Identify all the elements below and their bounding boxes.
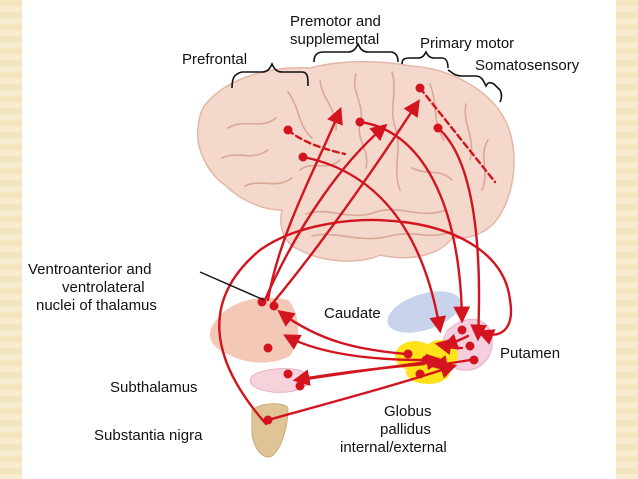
label-thalamus-2: ventrolateral: [62, 279, 145, 296]
label-prefrontal: Prefrontal: [182, 51, 247, 68]
label-somatosensory: Somatosensory: [475, 57, 580, 74]
label-globus-2: pallidus: [380, 421, 431, 438]
cortex-striatum-path-1: [301, 155, 447, 334]
prefrontal-bracket: [231, 62, 309, 89]
cortex-folds: [221, 71, 489, 240]
thalamo-cortical-path-2: [262, 123, 388, 304]
region-brackets: [231, 42, 503, 103]
nigro-striatal-path: [266, 362, 458, 422]
label-substantia-nigra: Substantia nigra: [94, 427, 203, 444]
pallido-thalamic-path-1: [277, 309, 408, 356]
label-putamen: Putamen: [500, 345, 560, 362]
label-premotor-2: supplemental: [290, 31, 379, 48]
long-loop-path: [218, 218, 513, 426]
thalamus-leader-line: [199, 271, 265, 301]
thalamo-cortical-path-1: [266, 106, 343, 302]
label-thalamus-1: Ventroanterior and: [28, 261, 151, 278]
cerebral-cortex: [196, 60, 515, 262]
label-subthalamus: Subthalamus: [110, 379, 198, 396]
cortex-striatum-path-3: [436, 126, 487, 342]
thalamus-shape: [209, 297, 299, 363]
label-globus-3: internal/external: [340, 439, 447, 456]
motor-dashed-path: [418, 86, 497, 184]
thalamo-cortical-path-3: [270, 99, 420, 306]
neuron-dots: [257, 83, 479, 425]
somatosensory-bracket: [447, 69, 503, 103]
label-premotor-1: Premotor and: [290, 13, 381, 30]
putamen-globus-path-2: [440, 333, 470, 350]
label-primary-motor: Primary motor: [420, 35, 514, 52]
label-thalamus-3: nuclei of thalamus: [36, 297, 157, 314]
premotor-bracket: [313, 42, 399, 63]
label-caudate: Caudate: [324, 305, 381, 322]
globus-subthalamus-path: [292, 362, 426, 386]
label-globus-1: Globus: [384, 403, 432, 420]
decorative-border-right: [616, 0, 638, 479]
primary-motor-bracket: [401, 50, 449, 69]
pallido-thalamic-path-2: [283, 334, 426, 362]
decorative-border-left: [0, 0, 22, 479]
substantia-nigra-shape: [251, 403, 289, 458]
